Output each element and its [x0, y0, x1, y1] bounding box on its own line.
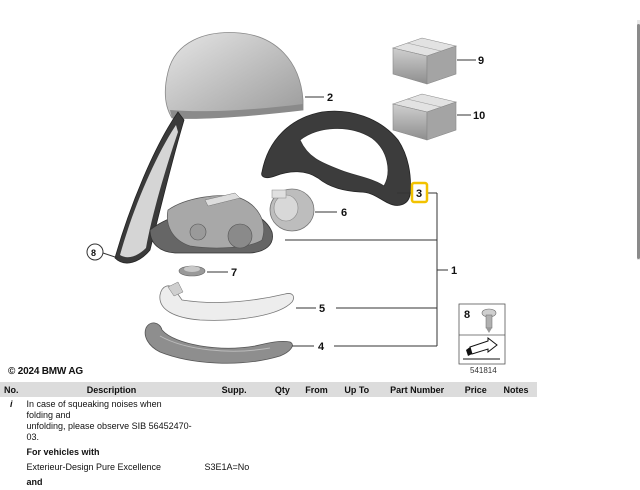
row-description: and [26, 477, 43, 487]
col-header-price[interactable]: Price [456, 382, 495, 397]
row-from [297, 445, 336, 460]
row-notes [495, 445, 537, 460]
callout-7[interactable]: 7 [231, 267, 237, 279]
row-up-to [336, 475, 378, 490]
lower-trim-part [144, 322, 293, 364]
row-notes [495, 475, 537, 490]
mirror-cap-part [164, 32, 304, 119]
callout-9[interactable]: 9 [478, 55, 484, 67]
row-price [457, 397, 495, 445]
row-up-to [336, 397, 378, 445]
description-line: folding and [26, 410, 71, 420]
row-from [297, 475, 336, 490]
callout-3[interactable]: 3 [416, 188, 422, 200]
description-line: In case of squeaking noises when [26, 399, 162, 409]
row-price [457, 445, 495, 460]
row-supp [201, 475, 268, 490]
col-header-up-to[interactable]: Up To [335, 382, 378, 397]
row-price [457, 475, 495, 490]
callout-4[interactable]: 4 [318, 341, 325, 353]
table-row: For vehicles with [0, 445, 537, 460]
small-cover-part [178, 265, 206, 277]
callout-6[interactable]: 6 [341, 207, 347, 219]
table-row: and [0, 475, 537, 490]
col-header-description[interactable]: Description [22, 382, 201, 397]
row-price [457, 460, 495, 475]
row-notes [495, 397, 537, 445]
copyright-notice: © 2024 BMW AG [8, 366, 83, 377]
screw-icon [481, 308, 497, 333]
mirror-motor-part [269, 188, 315, 232]
col-header-supp[interactable]: Supp. [200, 382, 268, 397]
row-no [0, 445, 23, 460]
turn-signal-light-part [159, 281, 294, 321]
row-supp [201, 397, 268, 445]
row-part-number [378, 475, 457, 490]
row-supp [201, 445, 268, 460]
col-header-notes[interactable]: Notes [494, 382, 537, 397]
col-header-qty[interactable]: Qty [267, 382, 298, 397]
callout-5[interactable]: 5 [319, 303, 325, 315]
description-line: 03. [26, 432, 40, 442]
row-up-to [336, 445, 378, 460]
arrow-indicator-icon [463, 336, 500, 360]
table-row: Exterieur-Design Pure Excellence S3E1A=N… [0, 460, 537, 475]
hardware-box-label: 8 [464, 309, 470, 321]
row-part-number [378, 397, 457, 445]
row-up-to [336, 460, 378, 475]
row-qty [268, 445, 297, 460]
row-from [297, 397, 336, 445]
col-header-from[interactable]: From [297, 382, 336, 397]
table-row: i In case of squeaking noises when foldi… [0, 397, 537, 445]
row-from [297, 460, 336, 475]
parts-table: No. Description Supp. Qty From Up To Par… [0, 382, 537, 490]
col-header-part-number[interactable]: Part Number [377, 382, 457, 397]
mirror-housing-frame [261, 110, 411, 206]
mirror-assembly [114, 111, 273, 264]
callout-10[interactable]: 10 [473, 110, 485, 122]
callout-3-highlight[interactable] [410, 181, 429, 204]
row-part-number [378, 445, 457, 460]
row-qty [268, 460, 297, 475]
info-icon: i [9, 399, 13, 409]
row-description: For vehicles with [26, 447, 100, 457]
row-notes [495, 460, 537, 475]
package-box-9 [391, 37, 458, 85]
row-description: Exterieur-Design Pure Excellence [26, 462, 162, 472]
callout-1[interactable]: 1 [451, 265, 457, 277]
package-box-10 [391, 93, 458, 141]
vertical-scrollbar-thumb[interactable] [637, 24, 640, 259]
callout-8-circle[interactable] [86, 243, 104, 261]
row-no [0, 475, 23, 490]
row-description: In case of squeaking noises when folding… [23, 397, 201, 445]
hardware-box: 8 [458, 303, 506, 365]
parts-diagram: 2 9 10 3 6 8 7 5 4 1 8 [86, 32, 506, 365]
row-supp: S3E1A=No [204, 462, 250, 472]
row-qty [268, 397, 297, 445]
description-line: unfolding, please observe SIB 56452470- [26, 421, 192, 431]
image-number: 541814 [470, 366, 497, 375]
callout-8[interactable]: 8 [91, 248, 96, 258]
col-header-no[interactable]: No. [0, 382, 23, 397]
table-header-row: No. Description Supp. Qty From Up To Par… [0, 382, 537, 397]
row-qty [268, 475, 297, 490]
callout-2[interactable]: 2 [327, 92, 333, 104]
row-part-number [378, 460, 457, 475]
row-no [0, 460, 23, 475]
